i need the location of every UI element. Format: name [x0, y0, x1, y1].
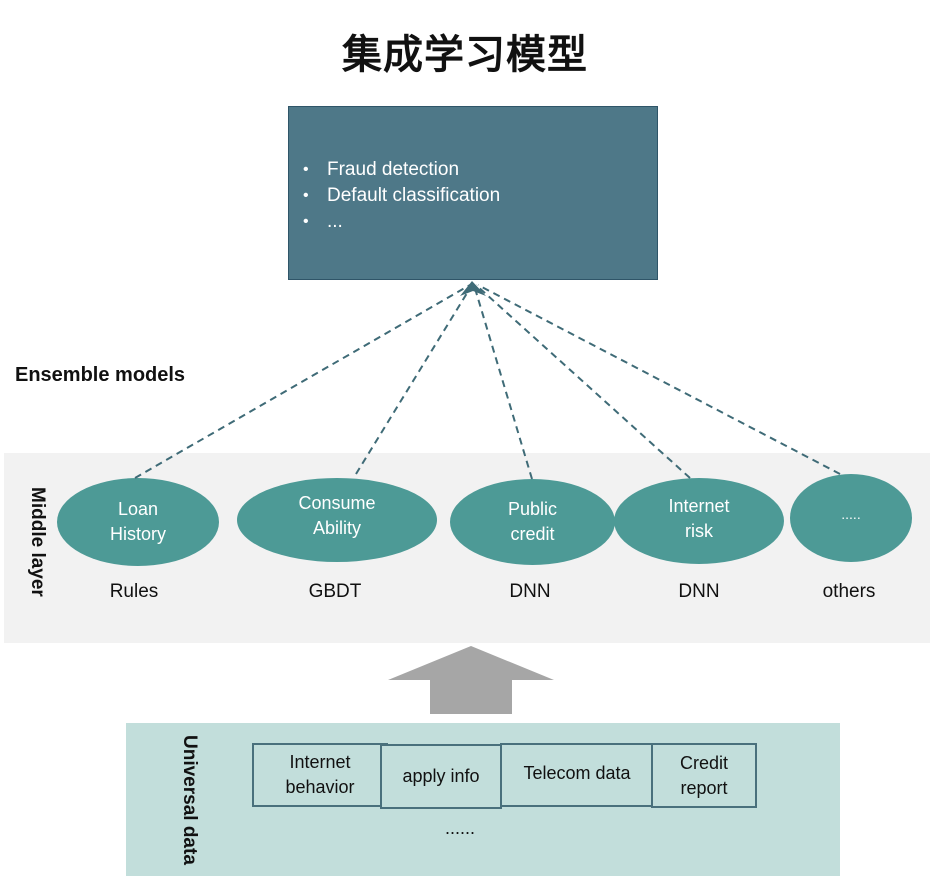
bullet-dot-icon: •	[303, 213, 309, 230]
output-bullet-text: Fraud detection	[327, 159, 460, 180]
model-node-text: Ability	[312, 518, 361, 538]
source-text: apply info	[402, 766, 480, 786]
middle-layer-label: Middle layer	[27, 487, 48, 597]
connector-line	[477, 284, 841, 475]
source-apply-info: apply info	[380, 744, 502, 809]
model-node-text: Loan	[117, 499, 159, 519]
source-text: behavior	[285, 777, 355, 797]
connector-line	[134, 284, 471, 479]
universal-data-label: Universal data	[179, 735, 200, 865]
model-node-text: risk	[684, 521, 713, 541]
method-label: DNN	[509, 581, 551, 602]
output-bullet-list: • Fraud detection • Default classification…	[303, 157, 500, 235]
source-text: Credit	[679, 752, 728, 773]
diagram-title: 集成学习模型	[342, 32, 588, 78]
model-node-text: credit	[510, 524, 555, 544]
model-node-public-credit: Public credit	[450, 479, 615, 565]
source-text: Internet	[289, 752, 351, 772]
source-text: report	[680, 777, 728, 798]
output-bullet: • Default classification	[303, 183, 500, 209]
output-bullet: •...	[303, 209, 500, 235]
bullet-dot-icon: •	[303, 161, 309, 178]
source-telecom-data: Telecom data	[500, 743, 654, 807]
bullet-dot-icon: •	[303, 187, 309, 204]
output-bullet: • Fraud detection	[303, 157, 500, 183]
connector-line	[473, 284, 533, 480]
arrowhead-icon	[460, 281, 486, 296]
output-bullet-text: ...	[327, 211, 343, 232]
method-label: Rules	[109, 581, 159, 602]
up-arrow-icon	[388, 646, 554, 714]
method-label: GBDT	[308, 581, 362, 602]
model-node-text: Public	[507, 499, 558, 519]
model-node-text: History	[109, 524, 166, 544]
ensemble-models-label: Ensemble models	[15, 364, 186, 386]
output-box: • Fraud detection • Default classification…	[288, 106, 658, 280]
source-text: Telecom data	[523, 762, 631, 783]
model-node-text: Internet	[668, 496, 730, 516]
method-label: others	[822, 581, 876, 602]
model-node-text: Consume	[298, 493, 376, 513]
connector-line	[355, 284, 473, 475]
model-node-internet-risk: Internet risk	[614, 478, 784, 564]
more-sources-ellipsis: ......	[445, 818, 476, 838]
model-node-text: .....	[841, 505, 861, 522]
source-internet-behavior: Internet behavior	[252, 743, 388, 807]
output-bullet-text: Default classification	[327, 185, 501, 206]
method-label: DNN	[678, 581, 720, 602]
model-node-others: .....	[790, 474, 912, 562]
connector-line	[475, 284, 691, 479]
source-credit-report: Credit report	[651, 743, 757, 808]
